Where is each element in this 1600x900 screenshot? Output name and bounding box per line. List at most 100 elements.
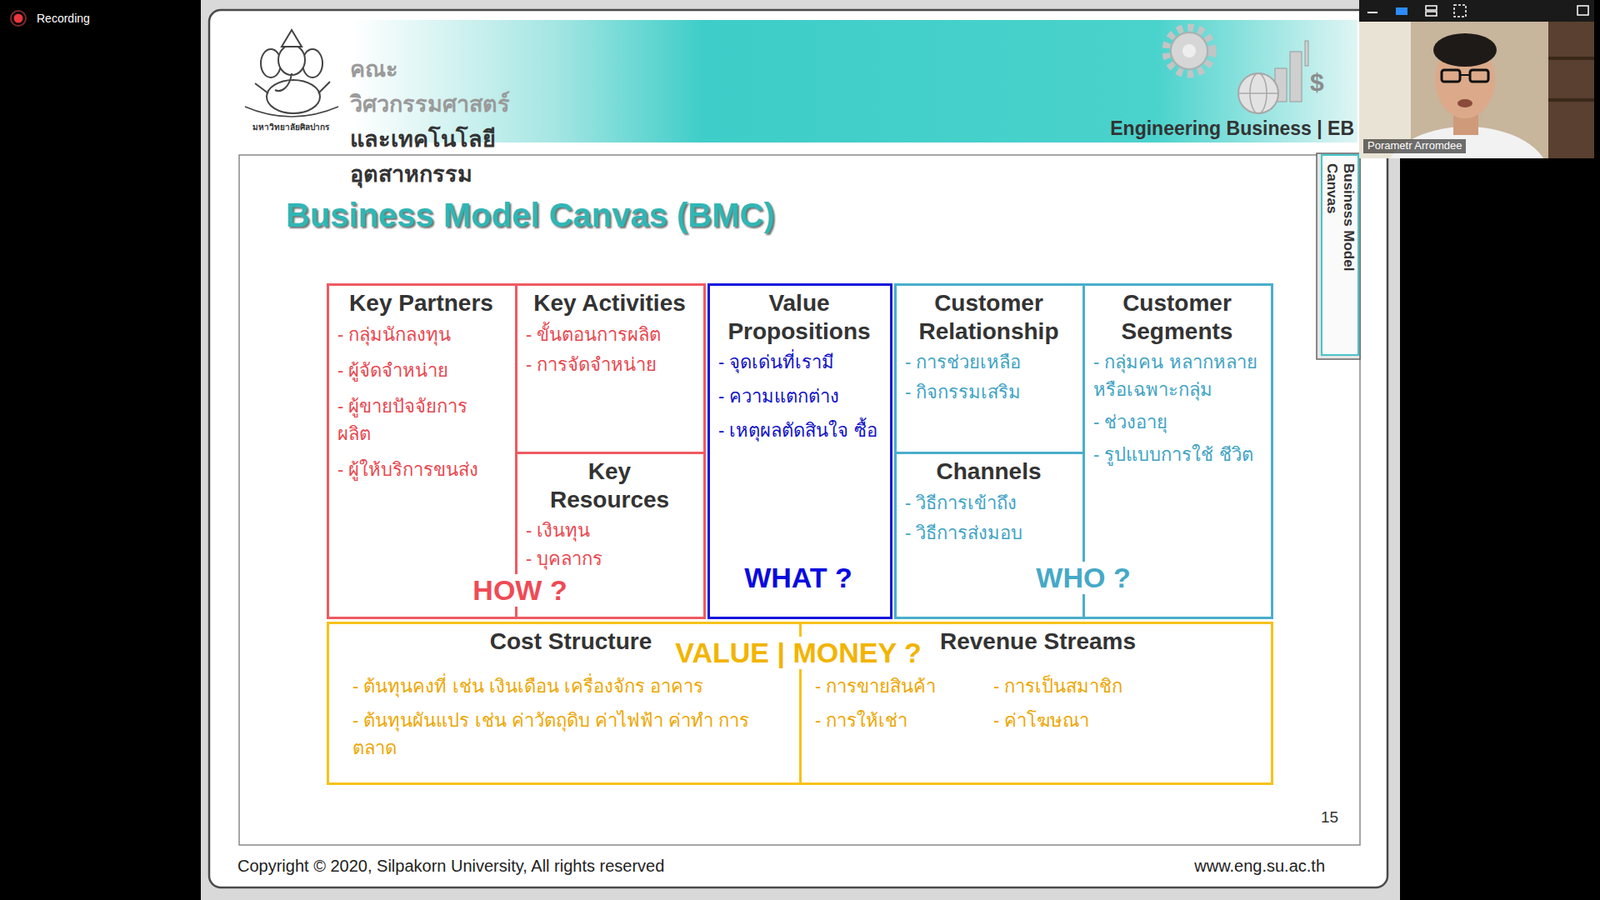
block-body: - เงินทุน- บุคลากร	[525, 516, 694, 573]
block-item: - ช่วงอายุ	[1093, 408, 1261, 436]
block-body: - กลุ่มคน หลากหลาย หรือเฉพาะกลุ่ม- ช่วงอ…	[1093, 348, 1261, 469]
shelf-board	[1548, 56, 1595, 60]
canvas-block: Key Partners- กลุ่มนักลงทุน - ผู้จัดจำหน่…	[326, 283, 518, 620]
block-item: - กลุ่มนักลงทุน	[337, 320, 505, 349]
recording-ring	[10, 10, 26, 26]
toolbar-icon	[1454, 5, 1466, 17]
block-item: - ผู้ให้บริการขนส่ง	[337, 455, 505, 484]
chart-bar	[1305, 40, 1309, 66]
block-item: - เงินทุน	[525, 516, 694, 545]
section-tab: Business Model Canvas	[1322, 163, 1357, 289]
block-body: - ขั้นตอนการผลิต- การจัดจำหน่าย	[525, 320, 694, 379]
block-heading: Key Activities	[525, 289, 694, 318]
block-item: - รูปแบบการใช้ ชีวิต	[1093, 440, 1261, 469]
block-heading: Channels	[905, 457, 1073, 486]
block-body: - วิธีการเข้าถึง- วิธีการส่งมอบ	[905, 489, 1073, 547]
canvas-block: Customer Relationship- การช่วยเหลือ- กิจ…	[894, 283, 1085, 455]
seal-crown	[281, 30, 302, 47]
section-tab-frame	[1316, 153, 1360, 360]
content-frame	[239, 155, 1360, 845]
toolbar-icon	[1425, 5, 1437, 10]
block-item: - วิธีการเข้าถึง	[905, 489, 1073, 517]
faculty-name: และเทคโนโลยี อุตสาหกรรม	[350, 121, 559, 192]
question-tag: WHO ?	[1030, 561, 1135, 595]
block-item: - กิจกรรมเสริม	[905, 378, 1073, 406]
bookshelf	[1548, 21, 1595, 159]
block-body: - การขายสินค้า- การเป็นสมาชิก - การให้เช่…	[815, 672, 1261, 735]
block-item: - การช่วยเหลือ	[905, 348, 1073, 376]
seal-body	[266, 80, 320, 114]
block-item: - ต้นทุนคงที่ เช่น เงินเดือน เครื่องจักร…	[352, 672, 790, 700]
question-tag: WHAT ?	[739, 561, 858, 595]
copyright-note: Copyright © 2020, Silpakorn University, …	[237, 856, 665, 876]
slide-frame	[209, 10, 1388, 888]
block-heading: Key Resources	[525, 457, 694, 514]
person-glasses	[1470, 70, 1489, 82]
seal-trunk	[275, 73, 292, 91]
chart-bar	[1290, 51, 1302, 102]
recording-dot	[14, 14, 24, 24]
participant-name: Porametr Arromdee	[1363, 139, 1466, 154]
block-body: - กลุ่มนักลงทุน - ผู้จัดจำหน่าย - ผู้ขายปั…	[337, 320, 505, 484]
block-body: - การช่วยเหลือ- กิจกรรมเสริม	[905, 348, 1073, 406]
webcam-toolbar	[1359, 0, 1595, 22]
recording-status: Recording	[36, 11, 90, 25]
block-item: - วิธีการส่งมอบ	[905, 519, 1073, 547]
university-seal	[245, 30, 339, 117]
webcam-tile	[1359, 0, 1595, 224]
block-item: - การเป็นสมาชิก	[993, 672, 1261, 700]
website-url: www.eng.su.ac.th	[1194, 856, 1325, 876]
section-tab-inner	[1321, 155, 1359, 355]
block-heading: Value Propositions	[718, 289, 880, 345]
globe	[1238, 73, 1279, 114]
block-item: - ผู้ขายปัจจัยการ ผลิต	[337, 392, 505, 448]
page-number: 15	[1320, 808, 1339, 827]
seal-arms	[255, 81, 330, 94]
toolbar-icon	[1395, 7, 1408, 15]
viewer-ground	[200, 0, 1400, 900]
course-name: Engineering Business | EB	[1110, 117, 1355, 140]
faculty-name: คณะ วิศวกรรมศาสตร์	[350, 51, 559, 122]
block-item: - การขายสินค้า	[815, 672, 994, 700]
toolbar-icon	[1577, 5, 1589, 15]
block-item: - ค่าโฆษณา	[993, 706, 1261, 735]
block-item: - เหตุผลตัดสินใจ ซื้อ	[718, 416, 880, 445]
gear-teeth	[1165, 27, 1213, 75]
canvas-block: Key Activities- ขั้นตอนการผลิต- การจัดจำ…	[515, 283, 706, 455]
header-banner	[351, 20, 1358, 143]
block-body: - จุดเด่นที่เรามี - ความแตกต่าง - เหตุผลตั…	[718, 348, 880, 445]
block-heading: Customer Relationship	[905, 289, 1073, 345]
seal-head	[278, 45, 305, 75]
block-item: - จุดเด่นที่เรามี	[718, 348, 880, 376]
block-item: - ความแตกต่าง	[718, 382, 880, 410]
person-mouth	[1457, 99, 1473, 108]
person-glasses	[1441, 70, 1460, 82]
block-item: - ขั้นตอนการผลิต	[525, 320, 694, 349]
question-tag: VALUE | MONEY ?	[670, 636, 926, 670]
university-seal-text: มหาวิทยาลัยศิลปากร	[238, 122, 344, 133]
toolbar-icon	[1425, 11, 1437, 16]
dollar-sign: $	[1310, 68, 1325, 98]
question-tag: HOW ?	[467, 574, 572, 607]
block-item: - การให้เช่า	[815, 706, 994, 735]
block-item: - บุคลากร	[525, 545, 694, 573]
block-heading: Key Partners	[337, 289, 505, 318]
globe-equator	[1238, 92, 1279, 95]
block-heading: Customer Segments	[1093, 289, 1261, 345]
slide-title: Business Model Canvas (BMC)	[285, 196, 775, 235]
block-body: - ต้นทุนคงที่ เช่น เงินเดือน เครื่องจักร…	[352, 672, 790, 762]
person-hair	[1433, 33, 1497, 67]
gear-hub	[1182, 44, 1196, 58]
toolbar-icon	[1367, 11, 1378, 14]
shelf-board	[1548, 98, 1595, 102]
business-icon	[1165, 27, 1309, 114]
room-window	[1359, 21, 1411, 159]
block-item: - การจัดจำหน่าย	[525, 350, 694, 379]
person-glasses	[1460, 74, 1470, 76]
seal-band	[245, 106, 339, 117]
block-item: - ต้นทุนผันแปร เช่น ค่าวัตถุดิบ ค่าไฟฟ้า…	[352, 706, 790, 762]
block-item: - ผู้จัดจำหน่าย	[337, 356, 505, 385]
gear-body	[1170, 32, 1208, 70]
